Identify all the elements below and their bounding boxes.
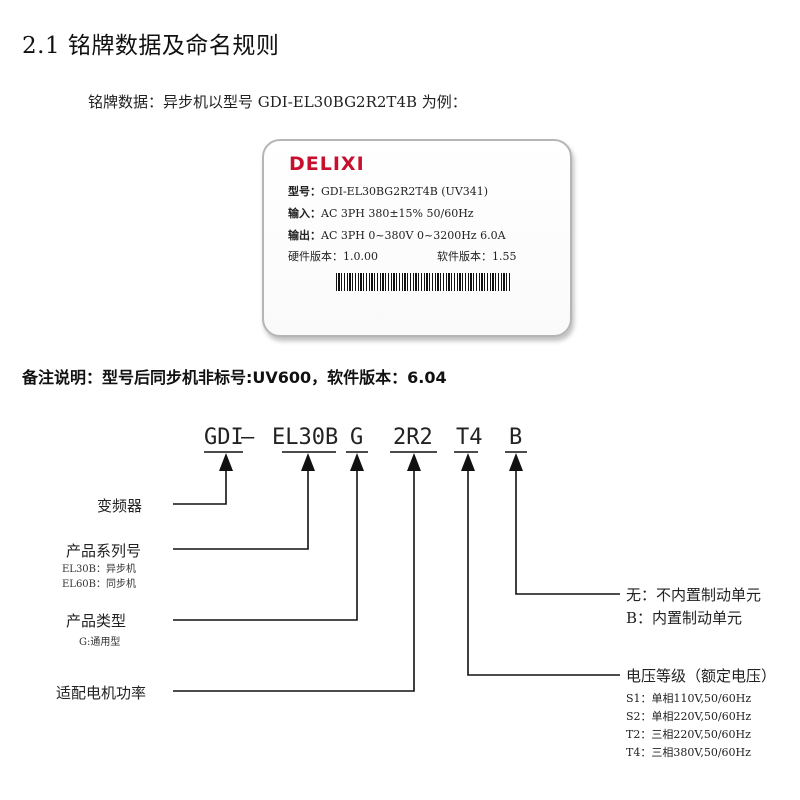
nameplate-hw-version: 硬件版本：1.0.00 [288,250,378,263]
intro-text: 铭牌数据：异步机以型号 GDI-EL30BG2R2T4B 为例： [88,93,467,111]
label-inverter: 变频器 [97,497,143,515]
nameplate-image: DELIXI 型号：GDI-EL30BG2R2T4B (UV341) 输入：AC… [262,139,572,337]
label-type: 产品类型 [66,612,127,630]
code-part-type: G [350,425,364,450]
voltage-item: T4：三相380V,50/60Hz [626,746,751,759]
voltage-item: S2：单相220V,50/60Hz [626,710,752,723]
voltage-item: T2：三相220V,50/60Hz [626,728,751,741]
code-part-brake: B [509,425,523,450]
brake-item: B：内置制动单元 [626,609,743,627]
brand-logo: DELIXI [289,153,365,175]
label-power: 适配电机功率 [56,684,147,702]
voltage-item: S1：单相110V,50/60Hz [626,692,752,705]
type-item: G:通用型 [79,637,121,648]
nameplate-model: 型号：GDI-EL30BG2R2T4B (UV341) [288,185,489,198]
label-voltage: 电压等级（额定电压） [626,667,777,685]
brake-item: 无：不内置制动单元 [626,586,762,604]
nameplate-sw-version: 软件版本：1.55 [437,250,517,263]
series-item: EL30B：异步机 [62,564,137,575]
code-part-series: EL30B [272,425,339,450]
code-dash: — [241,425,255,450]
label-series: 产品系列号 [66,542,142,560]
note-text: 备注说明：型号后同步机非标号:UV600，软件版本：6.04 [22,368,447,387]
code-part-gdi: GDI [204,425,244,450]
series-item: EL60B：同步机 [62,579,137,590]
code-part-voltage: T4 [456,425,483,450]
section-title: 2.1 铭牌数据及命名规则 [22,33,280,59]
code-part-power: 2R2 [393,425,433,450]
nameplate-output: 输出：AC 3PH 0~380V 0~3200Hz 6.0A [288,229,506,242]
barcode-icon [336,273,511,291]
nameplate-input: 输入：AC 3PH 380±15% 50/60Hz [288,207,474,220]
